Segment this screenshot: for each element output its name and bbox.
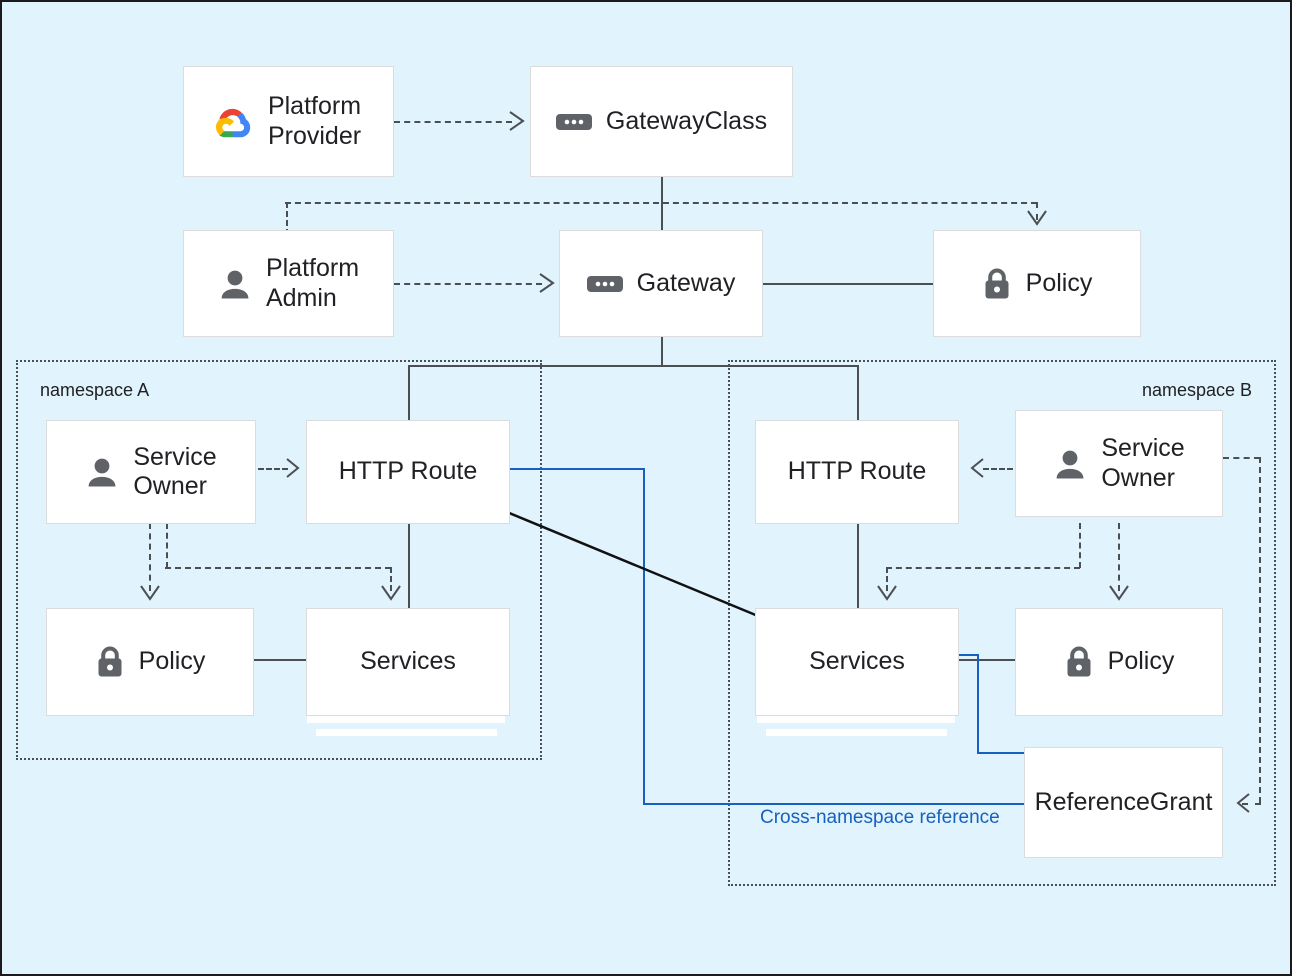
node-gateway-label: Gateway [636, 268, 736, 297]
services-b-stack-sheet-1 [757, 716, 955, 723]
cross-namespace-line-segment-2 [643, 468, 645, 805]
connector-services-b-policy-b [959, 659, 1016, 661]
dashed-owner-a-services-run [165, 567, 391, 569]
namespace-a-label: namespace A [40, 380, 150, 400]
node-policy-a-label: Policy [138, 647, 206, 676]
node-policy-a[interactable]: Policy [46, 608, 254, 716]
arrowhead-owner-a-to-httproute-a [284, 456, 308, 480]
node-http-route-a[interactable]: HTTP Route [306, 420, 510, 524]
connector-gateway-distribution-bar [408, 365, 859, 367]
dashed-admin-riser [286, 202, 288, 235]
arrowhead-owner-a-to-policy-a [137, 583, 163, 609]
arrowhead-owner-b-to-services-b [874, 583, 900, 609]
services-b-referencegrant-segment-1 [959, 654, 979, 656]
dashed-owner-b-to-policy-b [1118, 523, 1120, 591]
node-policy-b-label: Policy [1107, 647, 1175, 676]
gateway-chip-icon [555, 111, 592, 133]
node-gateway[interactable]: Gateway [559, 230, 763, 337]
dashed-owner-b-to-httproute-b [983, 468, 1013, 470]
gateway-chip-icon [586, 273, 623, 295]
cross-namespace-line-segment-1 [510, 468, 645, 470]
cross-namespace-reference-label: Cross-namespace reference [760, 807, 1000, 828]
services-b-referencegrant-segment-3 [977, 752, 1026, 754]
person-icon [85, 455, 119, 489]
arrowhead-owner-b-to-httproute-b [962, 456, 986, 480]
node-http-route-a-label: HTTP Route [338, 457, 478, 486]
arrowhead-admin-to-policy-top [1024, 208, 1050, 234]
node-http-route-b[interactable]: HTTP Route [755, 420, 959, 524]
node-gatewayclass-label: GatewayClass [605, 106, 768, 135]
dashed-owner-a-to-httproute-a [258, 468, 288, 470]
namespace-b-label: namespace B [1142, 380, 1253, 400]
lock-icon [95, 645, 125, 679]
person-icon [218, 267, 252, 301]
arrowhead-owner-b-to-referencegrant [1228, 791, 1252, 815]
dashed-owner-b-grant-run-top [1223, 457, 1260, 459]
connector-gateway-trunk [661, 334, 663, 366]
node-reference-grant-label: ReferenceGrant [1034, 787, 1213, 816]
node-gatewayclass[interactable]: GatewayClass [530, 66, 793, 177]
connector-gateway-policy [763, 283, 933, 285]
connector-gateway-httproute-b [857, 365, 859, 420]
dashed-owner-b-grant-dropper [1259, 457, 1261, 803]
google-cloud-icon [215, 105, 254, 139]
dashed-owner-b-services-run [886, 567, 1080, 569]
namespace-b-container [728, 360, 1276, 886]
person-icon [1053, 447, 1087, 481]
dashed-owner-a-to-policy-a [149, 523, 151, 591]
services-b-stack-sheet-2 [766, 729, 947, 736]
node-service-owner-b[interactable]: Service Owner [1015, 410, 1223, 517]
namespace-a-container [16, 360, 542, 760]
services-a-stack-sheet-1 [307, 716, 505, 723]
node-services-a-label: Services [360, 647, 456, 676]
node-reference-grant[interactable]: ReferenceGrant [1024, 747, 1223, 858]
arrowhead-admin-to-gateway [537, 270, 563, 296]
node-policy-top-label: Policy [1025, 268, 1093, 297]
node-policy-b[interactable]: Policy [1015, 608, 1223, 716]
connector-gateway-httproute-a [408, 365, 410, 420]
lock-icon [1064, 645, 1094, 679]
dashed-owner-a-services-riser [166, 523, 168, 568]
arrowhead-owner-b-to-policy-b [1106, 583, 1132, 609]
node-platform-admin-label: Platform Admin [265, 254, 360, 312]
arrowhead-provider-to-gatewayclass [507, 108, 533, 134]
node-service-owner-b-label: Service Owner [1101, 434, 1185, 492]
dashed-owner-a-services-dropper [390, 567, 392, 591]
connector-httproute-a-services-b-diagonal [501, 502, 762, 627]
dashed-provider-to-gatewayclass [394, 121, 512, 123]
connector-gatewayclass-gateway [661, 177, 663, 234]
node-service-owner-a-label: Service Owner [133, 442, 217, 501]
arrowhead-owner-a-to-services-a [378, 583, 404, 609]
dashed-policy-top-dropper [1036, 202, 1038, 220]
dashed-owner-b-services-riser [1079, 523, 1081, 568]
lock-icon [982, 267, 1012, 301]
node-platform-provider-label: Platform Provider [267, 92, 362, 150]
services-a-stack-sheet-2 [316, 729, 497, 736]
node-platform-admin[interactable]: Platform Admin [183, 230, 394, 337]
dashed-admin-to-gateway [394, 283, 542, 285]
node-services-b[interactable]: Services [755, 608, 959, 716]
node-http-route-b-label: HTTP Route [787, 457, 927, 486]
dashed-owner-b-grant-run-bottom [1242, 803, 1261, 805]
cross-namespace-line-segment-3 [643, 803, 1026, 805]
node-service-owner-a[interactable]: Service Owner [46, 420, 256, 524]
connector-policy-a-services-a [254, 659, 306, 661]
node-policy-top[interactable]: Policy [933, 230, 1141, 337]
dashed-owner-b-services-dropper [886, 567, 888, 591]
node-services-b-label: Services [809, 647, 905, 676]
services-b-referencegrant-segment-2 [977, 654, 979, 754]
node-services-a[interactable]: Services [306, 608, 510, 716]
node-platform-provider[interactable]: Platform Provider [183, 66, 394, 177]
dashed-admin-to-policy-top [285, 202, 1037, 204]
